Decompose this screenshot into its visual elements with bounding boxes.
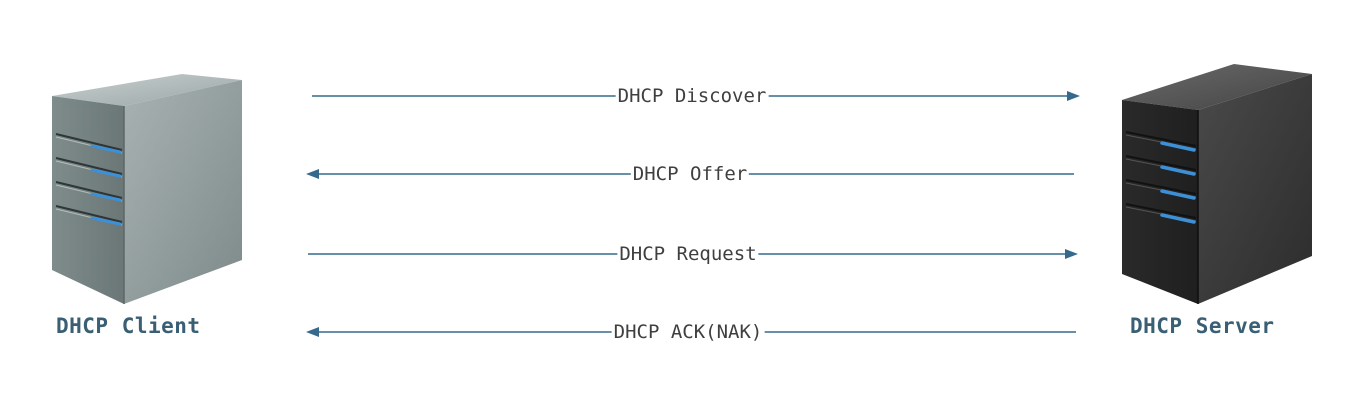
client-label: DHCP Client [56, 314, 201, 338]
message-discover: DHCP Discover [310, 83, 1080, 109]
message-ack: DHCP ACK(NAK) [306, 319, 1078, 345]
server-tower-icon [52, 74, 242, 304]
message-request: DHCP Request [306, 241, 1078, 267]
server-node [1116, 48, 1321, 310]
message-offer: DHCP Offer [306, 161, 1076, 187]
server-tower-icon [1122, 64, 1312, 304]
message-label: DHCP Request [617, 241, 759, 267]
message-label: DHCP Offer [630, 161, 750, 187]
message-label: DHCP Discover [615, 83, 769, 109]
client-node [44, 52, 249, 310]
server-label: DHCP Server [1130, 314, 1275, 338]
message-label: DHCP ACK(NAK) [611, 319, 765, 345]
